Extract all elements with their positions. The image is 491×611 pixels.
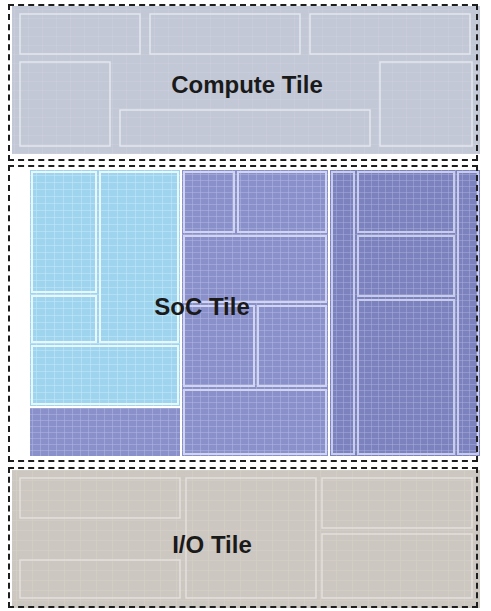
tile-label: Compute Tile: [171, 71, 323, 99]
tile-label: SoC Tile: [154, 293, 250, 321]
tile-label: I/O Tile: [172, 531, 252, 559]
tile-region: SoC Tile: [8, 165, 478, 462]
tile-region: I/O Tile: [8, 467, 478, 608]
tile-region: Compute Tile: [8, 4, 478, 161]
